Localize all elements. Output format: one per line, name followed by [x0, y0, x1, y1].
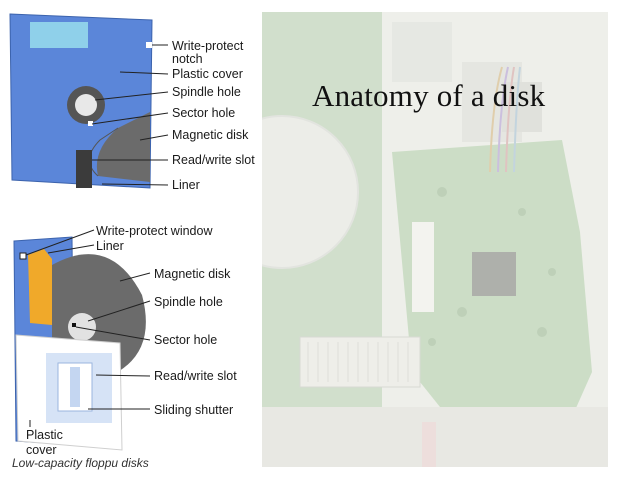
sector-hole-bottom [72, 323, 76, 327]
label-magnetic-disk-top: Magnetic disk [172, 128, 249, 142]
write-protect-notch-shape [146, 42, 152, 48]
floppy-drive-photo [262, 12, 608, 467]
sector-hole-top [88, 121, 93, 126]
label-read-write-slot-top: Read/write slot [172, 153, 255, 167]
label-sector-hole-bottom: Sector hole [154, 333, 218, 347]
label-read-write-slot-bottom: Read/write slot [154, 369, 237, 383]
leader-lines-bottom [25, 229, 151, 427]
label-plastic-cover-top: Plastic cover [172, 67, 243, 81]
spindle-hole-bottom [68, 313, 96, 341]
label-write-protect-notch: Write-protect notch [172, 39, 244, 66]
floppy-diagram-top [9, 13, 169, 189]
label-liner-top: Liner [172, 178, 200, 192]
spindle-hole-top-inner [75, 94, 97, 116]
label-plastic-cover-bottom: Plastic cover [26, 428, 63, 457]
label-magnetic-disk-bottom: Magnetic disk [154, 267, 231, 281]
label-liner-bottom: Liner [96, 239, 124, 253]
liner-bottom [28, 249, 52, 325]
shutter-gap [70, 367, 80, 407]
label-sector-hole-top: Sector hole [172, 106, 236, 120]
read-write-slot-top [76, 150, 92, 188]
circuit-board-illustration [262, 12, 608, 467]
diagram-caption: Low-capacity floppu disks [12, 456, 149, 470]
label-spindle-hole-top: Spindle hole [172, 85, 241, 99]
label-write-protect-window: Write-protect window [96, 224, 213, 238]
write-protect-window [19, 252, 27, 260]
floppy-diagram-bottom [13, 229, 151, 451]
leader-lines-top [91, 44, 169, 186]
slide-title: Anatomy of a disk [312, 78, 546, 113]
label-area-top [30, 22, 88, 48]
label-sliding-shutter: Sliding shutter [154, 403, 234, 417]
magnetic-disk-top [96, 112, 150, 182]
label-spindle-hole-bottom: Spindle hole [154, 295, 223, 309]
